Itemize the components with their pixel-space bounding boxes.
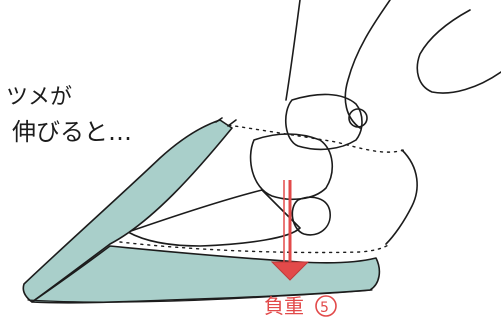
load-label-mark: 5 bbox=[320, 300, 329, 316]
leg-outline-back bbox=[286, 0, 300, 100]
leg-outline-front bbox=[345, 0, 390, 128]
caption-line2: 伸びると… bbox=[12, 118, 132, 146]
load-arrow bbox=[272, 180, 308, 280]
sesamoid-bone bbox=[349, 109, 367, 127]
heel-bulb-outline bbox=[386, 150, 417, 244]
caption-line1: ツメが bbox=[6, 85, 72, 110]
leg-outline-rear bbox=[417, 10, 501, 93]
coronary-band-line bbox=[222, 124, 404, 152]
load-label: 負重 bbox=[264, 294, 304, 318]
